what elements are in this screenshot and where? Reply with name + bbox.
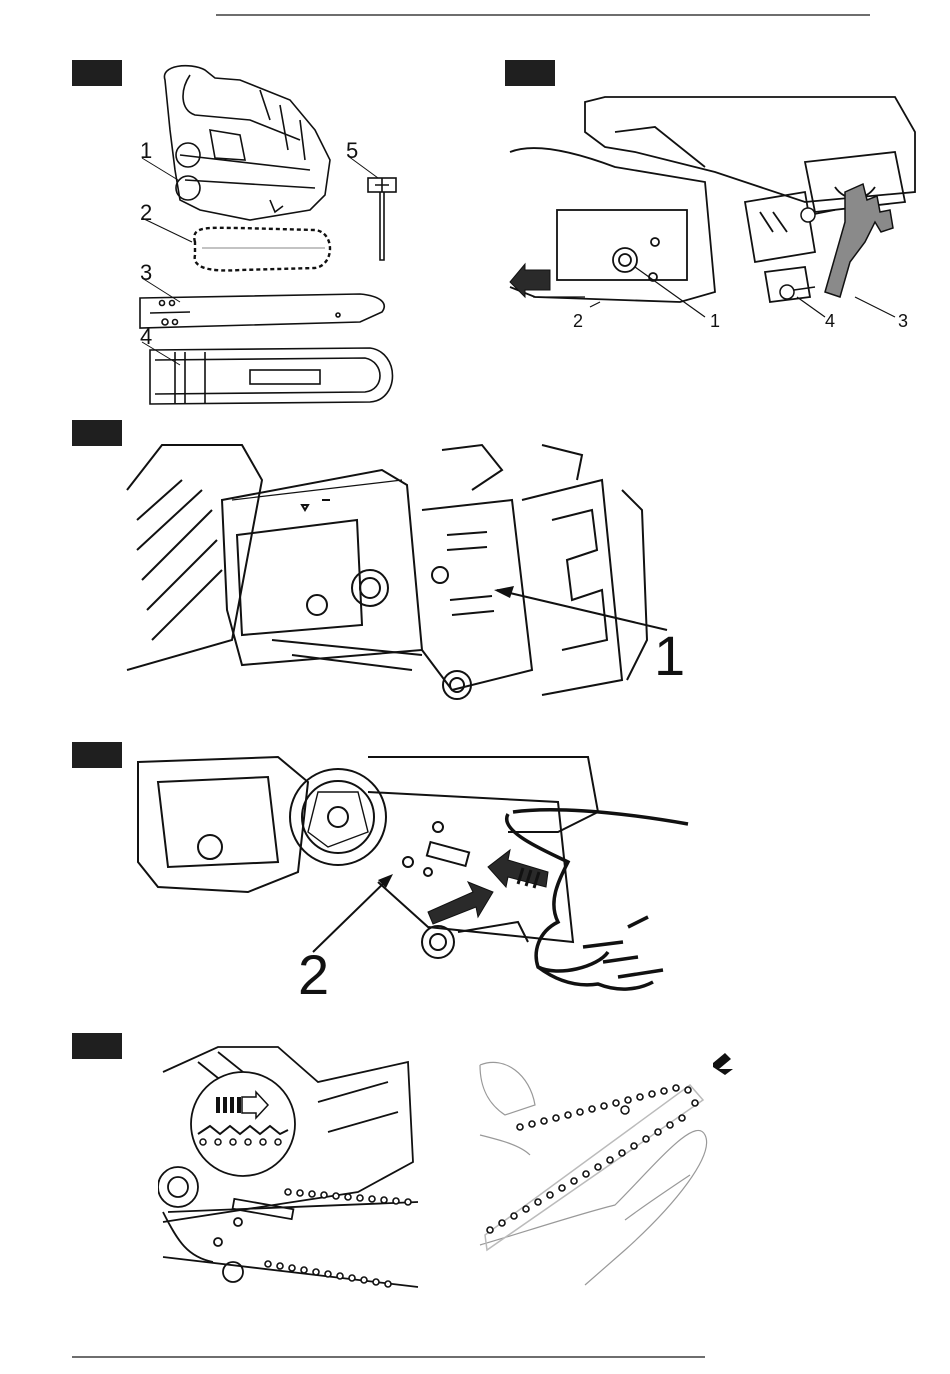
bar-cover-drawing bbox=[150, 348, 393, 404]
remove-direction-arrow bbox=[510, 264, 550, 297]
chainsaw-body-drawing bbox=[164, 66, 330, 220]
figure-d-bar-installation: 2 bbox=[128, 752, 698, 1002]
figure-b-side-cover: 2 1 4 3 bbox=[505, 92, 925, 337]
figure-a-parts-overview: 1 2 3 4 5 bbox=[120, 60, 420, 410]
push-direction-arrow bbox=[428, 882, 493, 924]
callout-b-1: 1 bbox=[710, 311, 720, 331]
figure-e-right-chain-on-bar bbox=[475, 1045, 735, 1290]
leader-arrowhead-c bbox=[494, 586, 514, 598]
figure-label-b bbox=[505, 60, 555, 86]
detail-magnifier bbox=[191, 1072, 295, 1176]
saw-chain-drawing bbox=[194, 228, 330, 271]
figure-e-left-chain-fitting bbox=[158, 1042, 423, 1297]
callout-a-4: 4 bbox=[140, 324, 152, 349]
callout-b-3: 3 bbox=[898, 311, 908, 331]
guide-bar-drawing bbox=[140, 294, 384, 328]
callout-b-4: 4 bbox=[825, 311, 835, 331]
callout-c-1: 1 bbox=[654, 624, 685, 687]
header-rule bbox=[216, 14, 870, 16]
figure-label-a bbox=[72, 60, 122, 86]
callout-a-3: 3 bbox=[140, 260, 152, 285]
figure-label-c bbox=[72, 420, 122, 446]
figure-label-e bbox=[72, 1033, 122, 1059]
figure-label-d bbox=[72, 742, 122, 768]
callout-a-1: 1 bbox=[140, 138, 152, 163]
bumper-spike-drawing bbox=[825, 184, 893, 297]
callout-d-2: 2 bbox=[298, 943, 329, 1002]
footer-rule bbox=[72, 1356, 705, 1358]
callout-a-2: 2 bbox=[140, 200, 152, 225]
callout-b-2: 2 bbox=[573, 311, 583, 331]
callout-a-5: 5 bbox=[346, 138, 358, 163]
figure-c-sprocket-cover: 1 bbox=[122, 440, 702, 710]
corner-direction-arrow bbox=[713, 1050, 733, 1075]
combination-wrench-drawing bbox=[368, 178, 396, 260]
